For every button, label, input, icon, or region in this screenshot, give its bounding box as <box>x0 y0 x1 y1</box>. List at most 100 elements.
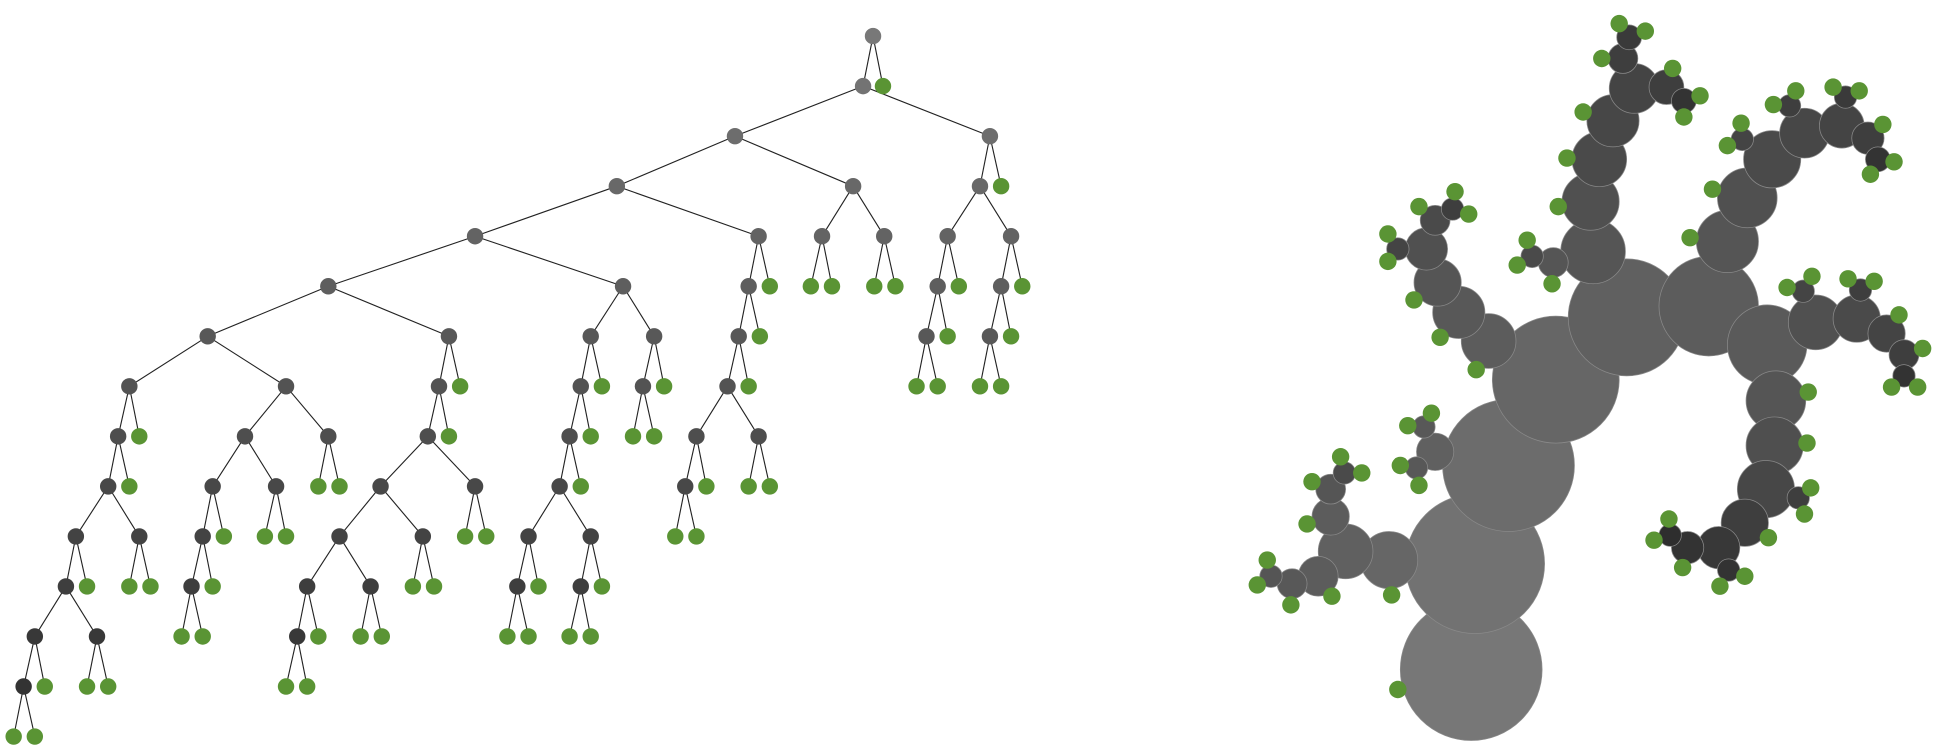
tree-edge <box>580 536 592 587</box>
internal-node <box>582 528 599 545</box>
leaf-bubble <box>1331 448 1350 466</box>
tree-edge <box>695 386 728 437</box>
leaf-node <box>440 428 458 445</box>
leaf-bubble <box>1799 383 1817 401</box>
leaf-bubble <box>1405 291 1423 309</box>
tree-edge <box>202 486 214 537</box>
internal-node <box>981 328 999 345</box>
tree-edge <box>306 586 319 637</box>
leaf-node <box>593 578 611 595</box>
leaf-node <box>874 77 892 95</box>
internal-node <box>864 27 882 45</box>
tree-edge <box>464 486 476 537</box>
leaf-bubble <box>1353 464 1371 482</box>
internal-node <box>331 528 348 545</box>
leaf-bubble <box>1323 587 1341 605</box>
tree-edge <box>474 235 624 287</box>
leaf-bubble <box>1732 114 1750 132</box>
internal-node <box>99 478 117 495</box>
leaf-bubble <box>1593 49 1611 68</box>
tree-edge <box>1000 236 1012 287</box>
leaf-bubble <box>1850 82 1868 100</box>
leaf-node <box>78 578 96 595</box>
leaf-node <box>1002 328 1020 345</box>
leaf-node <box>451 378 469 395</box>
internal-node <box>992 278 1010 295</box>
tree-edge <box>821 236 833 287</box>
leaf-bubble <box>1460 205 1478 223</box>
tree-edge <box>748 236 760 287</box>
tree-edge <box>285 385 329 437</box>
tree-edge <box>653 336 665 387</box>
leaf-node <box>761 278 779 295</box>
leaf-bubble <box>1778 278 1796 297</box>
tree-edge <box>979 136 991 187</box>
tree-edge <box>117 436 130 487</box>
leaf-node <box>751 328 769 345</box>
internal-node <box>26 628 44 645</box>
tree-edge <box>285 636 298 687</box>
tree-edge <box>264 486 277 537</box>
tree-edge <box>75 486 109 537</box>
leaf-bubble <box>1610 14 1628 33</box>
leaf-bubble <box>1803 267 1821 286</box>
leaf-bubble <box>1795 505 1814 523</box>
tree-edge <box>34 636 46 687</box>
tree-edge <box>107 436 119 487</box>
tree-edge <box>506 586 518 637</box>
tree-edge <box>86 636 98 687</box>
tree-edge <box>695 436 707 487</box>
leaf-bubble <box>1543 275 1561 293</box>
internal-node <box>267 478 285 495</box>
tree-edge <box>748 436 760 487</box>
leaf-node <box>256 528 274 545</box>
internal-node <box>939 228 956 245</box>
internal-node <box>194 528 211 545</box>
leaf-node <box>624 428 642 445</box>
leaf-node <box>173 628 190 645</box>
tree-edge <box>590 285 624 337</box>
tree-edge <box>1010 236 1023 287</box>
tree-edge <box>726 336 740 387</box>
tree-edge <box>916 336 928 387</box>
leaf-node <box>740 478 757 495</box>
tree-edge <box>207 335 287 387</box>
tree-edge <box>559 436 571 487</box>
leaf-bubble <box>1908 378 1927 396</box>
leaf-node <box>655 378 673 395</box>
leaf-bubble <box>1787 82 1805 100</box>
leaf-node <box>908 378 925 395</box>
leaf-bubble <box>1379 225 1397 243</box>
leaf-node <box>5 728 22 745</box>
tree-edge <box>65 586 98 637</box>
tree-edge <box>727 386 760 437</box>
tree-edge <box>339 536 372 587</box>
tree-edge <box>412 536 424 587</box>
leaf-node <box>121 578 138 595</box>
leaf-bubble <box>1824 78 1842 96</box>
leaf-node <box>78 678 96 695</box>
leaf-node <box>761 478 779 495</box>
leaf-node <box>645 428 663 445</box>
internal-node <box>440 328 458 345</box>
leaf-node <box>667 528 684 545</box>
leaf-bubble <box>1549 197 1567 216</box>
leaf-bubble <box>1882 378 1901 396</box>
leaf-bubble <box>1691 87 1709 105</box>
branch-bubble <box>1332 461 1356 485</box>
internal-node <box>688 428 705 445</box>
tree-edge <box>107 486 140 537</box>
tree-edge <box>590 536 603 587</box>
leaf-node <box>802 278 820 295</box>
internal-node <box>730 328 747 345</box>
internal-node <box>750 428 767 445</box>
leaf-bubble <box>1399 416 1417 435</box>
leaf-node <box>929 378 946 395</box>
leaf-node <box>740 378 757 395</box>
internal-node <box>726 127 744 145</box>
leaf-node <box>866 278 883 295</box>
tree-edge <box>883 236 896 287</box>
tree-edge <box>821 185 854 237</box>
tree-edge <box>748 286 761 337</box>
